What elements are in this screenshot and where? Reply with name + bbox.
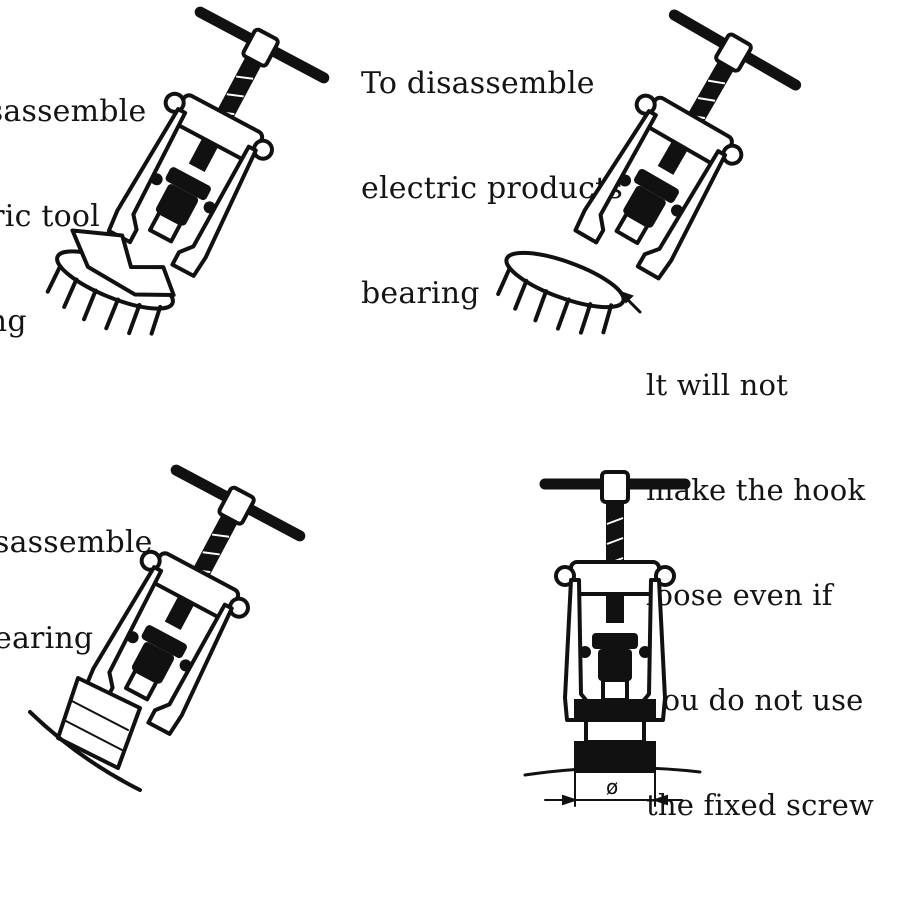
caption-hook-note: lt will not make the hook loose even if … <box>646 298 874 893</box>
caption-line: ing <box>0 304 27 339</box>
gear-top-right <box>488 239 632 349</box>
gear-top-left <box>37 228 182 350</box>
bearing-housing-bottom-left <box>28 676 142 792</box>
caption-line: the fixed screw <box>646 788 874 822</box>
diameter-symbol: ø <box>606 775 619 799</box>
caption-line: isassemble <box>0 94 147 129</box>
caption-line: bearing <box>361 276 480 311</box>
caption-line: earing <box>0 621 94 656</box>
caption-bearing: sassemble earing <box>0 463 153 719</box>
caption-line: tric tool <box>0 199 100 234</box>
pointer-arrow <box>617 290 642 314</box>
caption-electric-products-bearing: To disassemble electric products bearing <box>361 0 623 381</box>
puller-bottom-right <box>545 472 685 720</box>
caption-line: To disassemble <box>361 66 595 101</box>
caption-line: lt will not <box>646 368 789 402</box>
puller-top-right <box>556 5 801 290</box>
bearing-bottom-right <box>523 699 702 807</box>
caption-electric-tool-bearing: isassemble tric tool ing <box>0 24 146 409</box>
caption-line: sassemble <box>0 525 153 560</box>
